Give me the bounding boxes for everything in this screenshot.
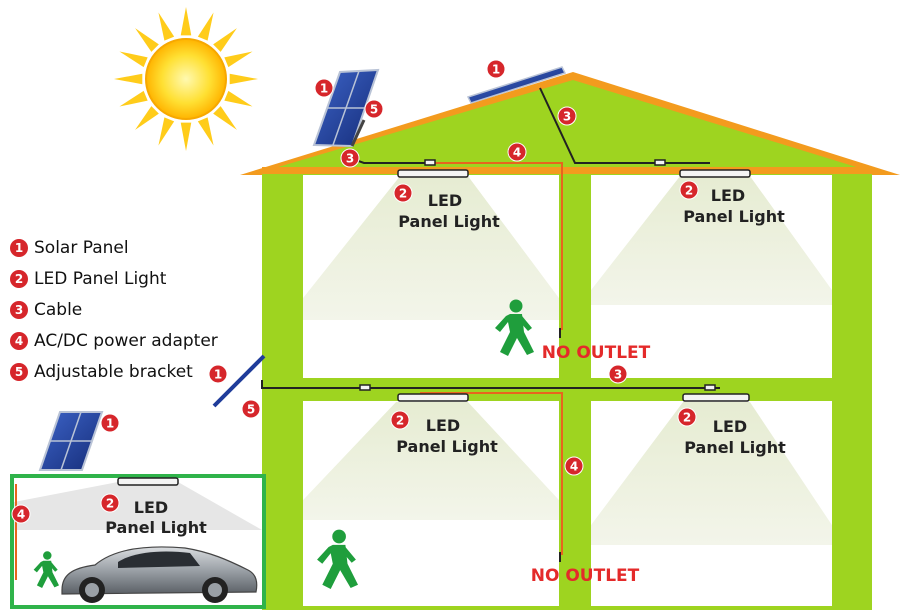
- led-label-line1: LED: [134, 498, 168, 517]
- legend-item-adjustable-bracket: 5 Adjustable bracket: [10, 356, 218, 387]
- markers: 1 1 1 1 2 2 2 2 2 3 3 3 4 4 4 5 5: [11, 59, 699, 524]
- led-label-line1: LED: [713, 417, 747, 436]
- legend-number: 4: [10, 331, 28, 350]
- legend-label: AC/DC power adapter: [34, 330, 218, 351]
- led-label-line2: Panel Light: [396, 437, 498, 456]
- marker-number: 1: [106, 417, 114, 431]
- marker-number: 2: [396, 414, 404, 428]
- sun-ray: [158, 117, 175, 146]
- sun-ray: [119, 90, 148, 107]
- marker-number: 5: [247, 403, 255, 417]
- marker-number: 2: [685, 184, 693, 198]
- no-outlet-upper: NO OUTLET: [542, 343, 651, 363]
- led-label-line2: Panel Light: [684, 438, 786, 457]
- led-label-line1: LED: [426, 416, 460, 435]
- marker-badge: 4: [11, 504, 31, 524]
- marker-badge: 2: [100, 493, 120, 513]
- legend-label: LED Panel Light: [34, 268, 167, 289]
- car-icon: [61, 546, 258, 603]
- sun-icon: [114, 7, 258, 151]
- walking-person-icon: [495, 299, 534, 356]
- marker-badge: 4: [507, 142, 527, 162]
- marker-badge: 3: [557, 106, 577, 126]
- marker-number: 2: [399, 187, 407, 201]
- legend-item-led-panel-light: 2 LED Panel Light: [10, 263, 218, 294]
- led-label-lower-right: LED Panel Light: [684, 417, 786, 457]
- legend-number: 5: [10, 362, 28, 381]
- marker-badge: 5: [241, 399, 261, 419]
- walking-person-icon: [317, 529, 358, 589]
- walking-person-icon: [33, 551, 59, 588]
- sun-ray: [135, 106, 159, 130]
- marker-number: 3: [346, 152, 354, 166]
- sun-ray: [197, 117, 214, 146]
- marker-badge: 2: [390, 410, 410, 430]
- marker-number: 4: [513, 146, 521, 160]
- led-label-line2: Panel Light: [105, 518, 207, 537]
- marker-number: 1: [492, 63, 500, 77]
- light-beams: [14, 176, 832, 545]
- legend-label: Adjustable bracket: [34, 361, 193, 382]
- marker-badge: 1: [486, 59, 506, 79]
- marker-number: 1: [320, 82, 328, 96]
- marker-badge: 3: [608, 364, 628, 384]
- marker-badge: 2: [677, 407, 697, 427]
- led-label-line1: LED: [428, 191, 462, 210]
- sun-ray: [197, 12, 214, 41]
- legend-item-power-adapter: 4 AC/DC power adapter: [10, 325, 218, 356]
- sun-ray: [224, 90, 253, 107]
- led-label-line1: LED: [711, 186, 745, 205]
- marker-badge: 1: [100, 413, 120, 433]
- legend-label: Solar Panel: [34, 237, 129, 258]
- marker-number: 3: [563, 110, 571, 124]
- marker-number: 1: [214, 368, 222, 382]
- led-label-garage: LED Panel Light: [105, 498, 207, 537]
- legend-item-solar-panel: 1 Solar Panel: [10, 232, 218, 263]
- sun-ray: [213, 106, 237, 130]
- led-label-upper-left: LED Panel Light: [398, 191, 500, 231]
- marker-number: 2: [106, 497, 114, 511]
- sun-ray: [114, 73, 143, 85]
- marker-number: 4: [17, 508, 25, 522]
- marker-number: 3: [614, 368, 622, 382]
- led-label-upper-right: LED Panel Light: [683, 186, 785, 226]
- marker-badge: 5: [364, 99, 384, 119]
- legend-number: 3: [10, 300, 28, 319]
- led-label-lower-left: LED Panel Light: [396, 416, 498, 456]
- legend-item-cable: 3 Cable: [10, 294, 218, 325]
- led-label-line2: Panel Light: [683, 207, 785, 226]
- sun-ray: [180, 7, 192, 36]
- legend-number: 1: [10, 238, 28, 257]
- sun-ray: [229, 73, 258, 85]
- sun-ray: [135, 28, 159, 52]
- sun-ray: [180, 122, 192, 151]
- marker-badge: 3: [340, 148, 360, 168]
- sun-ray: [213, 28, 237, 52]
- solar-panel-icon: [38, 411, 104, 471]
- led-fixtures: [117, 159, 751, 486]
- sun-ray: [224, 51, 253, 68]
- marker-badge: 1: [208, 364, 228, 384]
- marker-badge: 2: [393, 183, 413, 203]
- legend-number: 2: [10, 269, 28, 288]
- marker-number: 2: [683, 411, 691, 425]
- solar-panel-icon: [312, 68, 380, 148]
- marker-badge: 4: [564, 456, 584, 476]
- marker-badge: 1: [314, 78, 334, 98]
- no-outlet-lower: NO OUTLET: [531, 566, 640, 586]
- led-label-line2: Panel Light: [398, 212, 500, 231]
- adjustable-bracket: [212, 354, 266, 408]
- sun-ray: [158, 12, 175, 41]
- marker-number: 4: [570, 460, 578, 474]
- solar-panel-icon: [466, 66, 567, 104]
- sun-ray: [119, 51, 148, 68]
- marker-number: 5: [370, 103, 378, 117]
- people: [33, 299, 534, 589]
- legend-label: Cable: [34, 299, 83, 320]
- legend: 1 Solar Panel 2 LED Panel Light 3 Cable …: [10, 232, 218, 387]
- marker-badge: 2: [679, 180, 699, 200]
